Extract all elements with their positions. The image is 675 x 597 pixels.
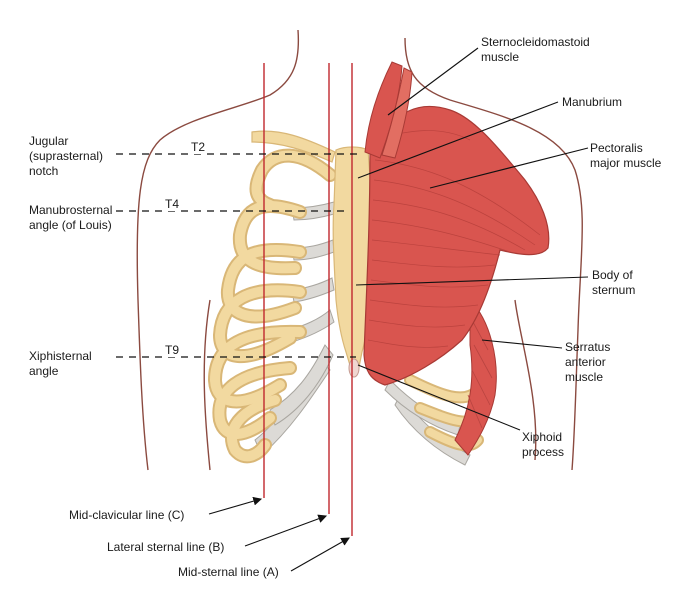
reference-lines <box>263 63 353 536</box>
bottom-arrows <box>208 496 350 572</box>
lateral-sternal-line-label: Lateral sternal line (B) <box>107 540 225 554</box>
t9-level-tag: T9 <box>164 343 181 357</box>
mid-sternal-arrow <box>290 537 350 572</box>
body-outline <box>136 29 583 471</box>
sternocleidomastoid-clavicular <box>381 67 413 159</box>
body-of-sternum-label: Body of sternum <box>592 268 636 297</box>
pectoralis-fibers <box>367 130 541 348</box>
manubrium-label: Manubrium <box>562 95 623 109</box>
pectoralis-major-label: Pectoralis major muscle <box>590 141 662 170</box>
manubrium-leader <box>357 101 559 179</box>
jugular-notch-label: Jugular (suprasternal) notch <box>29 134 104 178</box>
level-lines <box>116 153 358 358</box>
serratus-anterior-label: Serratus anterior muscle <box>565 340 611 384</box>
left-ribs-fill <box>209 150 335 462</box>
serratus-leader <box>481 339 563 349</box>
leader-lines <box>355 47 589 431</box>
xiphoid-leader <box>357 364 521 431</box>
sternocleidomastoid-label: Sternocleidomastoid muscle <box>481 35 590 64</box>
t4-level-tag: T4 <box>164 197 181 211</box>
manubrosternal-angle-label: Manubrosternal angle (of Louis) <box>29 203 113 232</box>
body-of-sternum-leader <box>355 276 589 286</box>
pectoralis-major <box>363 105 550 386</box>
mid-sternal-line-label: Mid-sternal line (A) <box>178 565 279 579</box>
pectoralis-leader <box>429 147 589 189</box>
mid-clavicular-line-label: Mid-clavicular line (C) <box>69 508 185 522</box>
xiphoid-process-label: Xiphoid process <box>522 430 565 459</box>
lateral-sternal-arrow <box>244 514 328 547</box>
xiphisternal-angle-label: Xiphisternal angle <box>29 349 92 378</box>
xiphoid <box>348 358 360 378</box>
mid-clavicular-arrow <box>208 496 263 515</box>
t2-level-tag: T2 <box>190 140 207 154</box>
sternocleidomastoid-leader <box>387 47 479 116</box>
